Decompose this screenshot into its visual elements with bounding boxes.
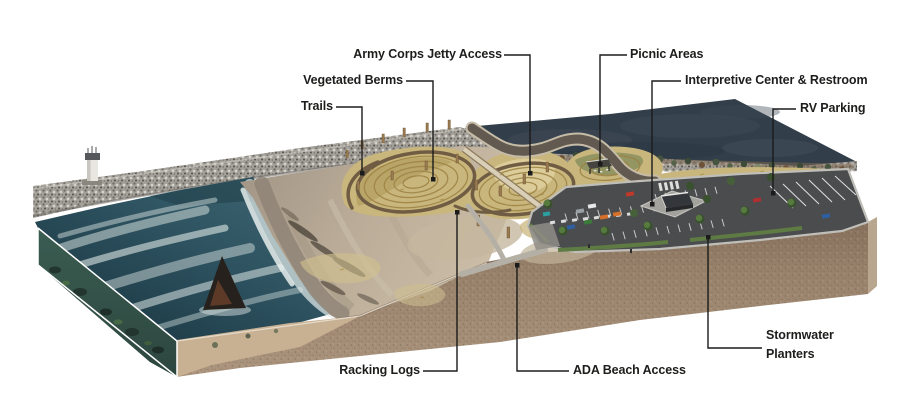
crosswalk: [658, 180, 680, 192]
interpretive-center-building: [660, 191, 693, 212]
label-stormwater-planters: Stormwater Planters: [766, 328, 834, 361]
label-racking-logs: Racking Logs: [339, 363, 420, 377]
leader-lines: [336, 54, 796, 372]
jetty-access-path: [465, 121, 662, 188]
label-army-corps-jetty-access: Army Corps Jetty Access: [353, 47, 502, 61]
entry-apron: [528, 222, 560, 250]
jetty-light-tower: [82, 146, 102, 185]
label-trails: Trails: [300, 99, 333, 113]
seafloor-sand: [177, 316, 360, 377]
shipwreck-rock: [199, 256, 251, 316]
cars: [542, 191, 831, 230]
boardwalk: [461, 146, 553, 217]
pedestrian: [588, 244, 590, 248]
label-picnic-areas: Picnic Areas: [630, 47, 704, 61]
pedestrian: [630, 249, 632, 253]
picnic-area: [585, 158, 612, 174]
label-interpretive-center-restroom: Interpretive Center & Restroom: [685, 73, 868, 87]
parking-trees: [543, 173, 797, 236]
label-ada-beach-access: ADA Beach Access: [573, 363, 686, 377]
cross-section: [37, 217, 877, 378]
label-rv-parking: RV Parking: [800, 101, 866, 115]
label-vegetated-berms: Vegetated Berms: [303, 73, 403, 87]
parking-lot: [459, 167, 870, 277]
